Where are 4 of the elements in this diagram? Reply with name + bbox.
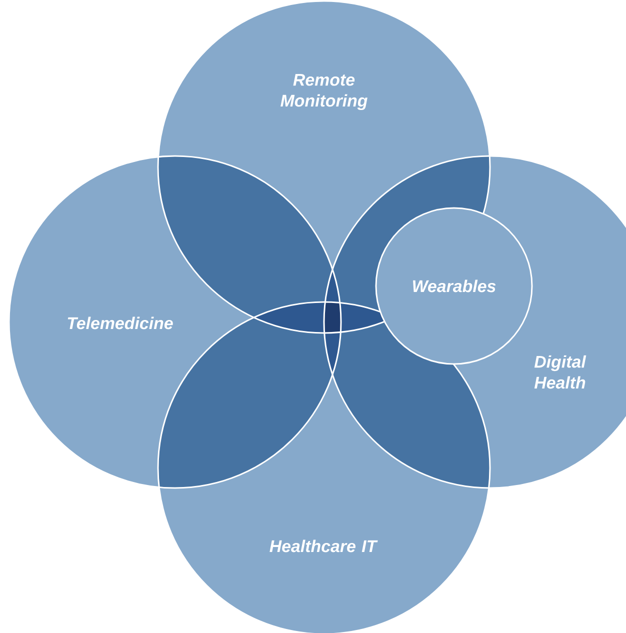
circle-label: Healthcare IT — [270, 540, 378, 552]
circle-label: Remote Monitoring — [280, 74, 368, 110]
circle-label: Telemedicine — [68, 316, 173, 330]
circle-label: Digital Health — [534, 355, 586, 389]
